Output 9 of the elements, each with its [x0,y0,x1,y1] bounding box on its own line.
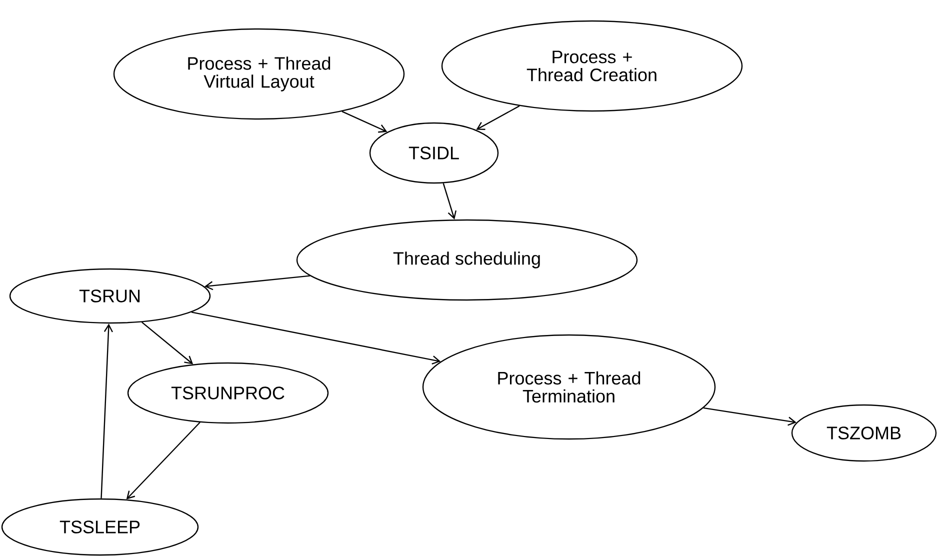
arrow [204,275,310,290]
arrow [442,183,456,220]
arrow [191,312,441,364]
arrow [141,322,194,364]
arrow [100,324,113,498]
arrow [476,105,520,130]
arrow [703,407,796,426]
arrow [126,422,200,500]
arrow [342,110,388,133]
